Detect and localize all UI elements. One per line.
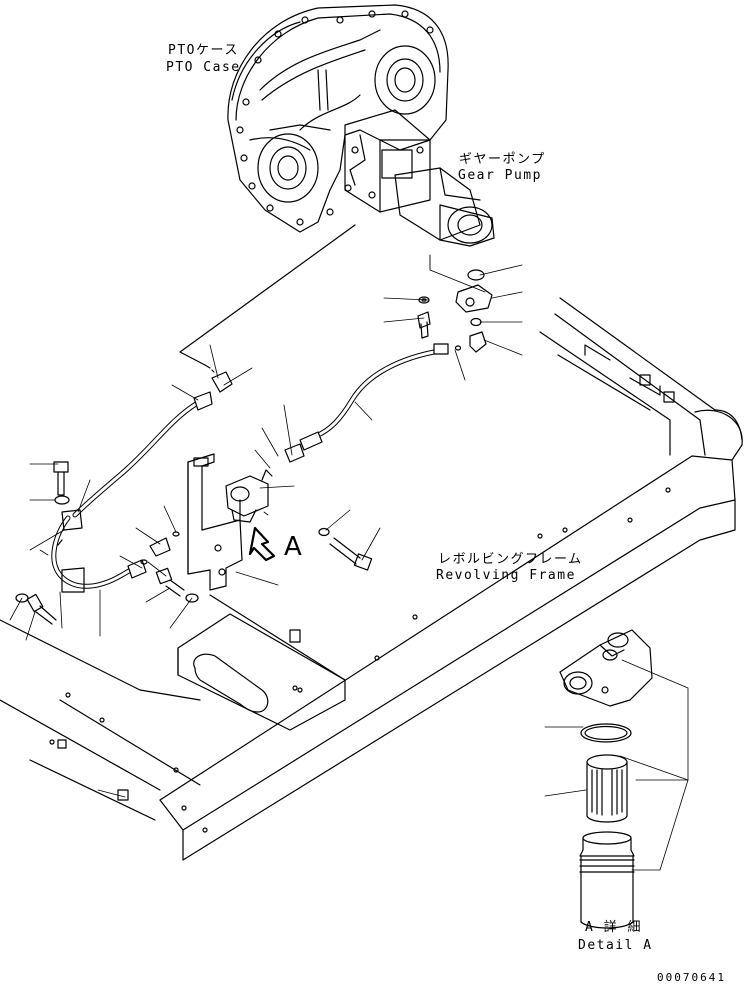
clamps [57, 509, 85, 593]
filter-head [225, 469, 273, 523]
pto-case-label-en: PTO Case [166, 60, 241, 75]
leader-pto [179, 224, 356, 366]
frame-label-en: Revolving Frame [436, 568, 576, 583]
frame-label-jp: レボルビングフレーム [438, 552, 583, 567]
gear-pump-label-en: Gear Pump [458, 168, 542, 183]
view-a-label: A [284, 532, 302, 562]
drawing-number: 00070641 [657, 971, 726, 984]
hoses [51, 343, 449, 589]
filter-bracket [187, 453, 243, 591]
filter-bolt [318, 527, 373, 571]
view-arrow [248, 526, 276, 562]
detail-a-drawing [559, 629, 653, 929]
detail-a-label-jp: A 詳 細 [585, 920, 642, 935]
pump-fittings [417, 269, 493, 353]
gear-pump-label-jp: ギヤーポンプ [459, 152, 546, 167]
revolving-frame [0, 297, 743, 861]
pto-case-assembly [227, 4, 495, 247]
leader-lines [9, 264, 689, 871]
detail-a-label-en: Detail A [578, 938, 653, 953]
pto-case-label-jp: PTOケース [168, 43, 239, 58]
